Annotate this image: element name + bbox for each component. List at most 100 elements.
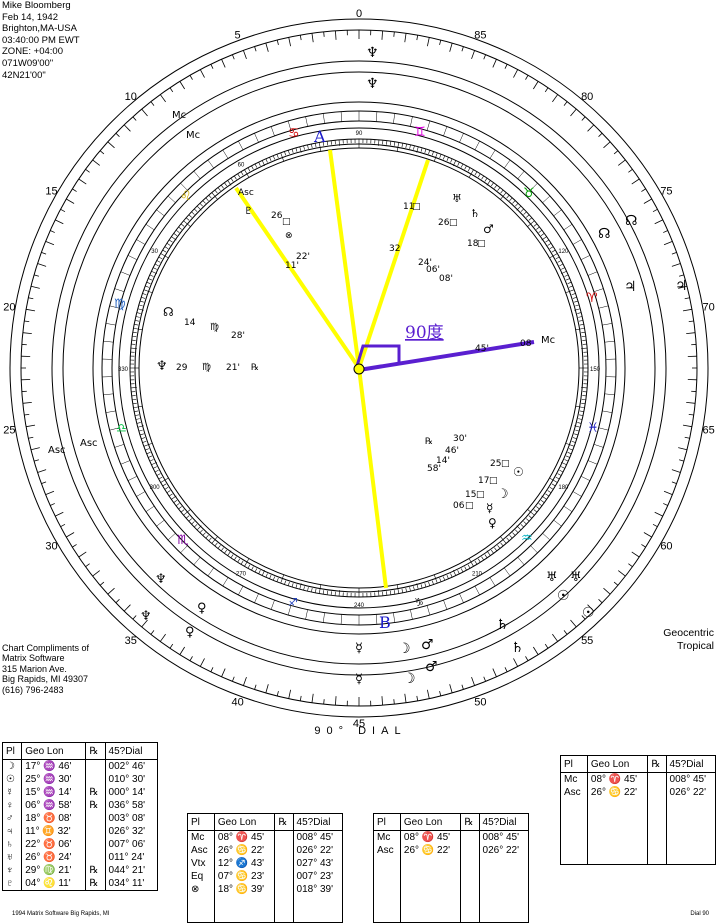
table-cell: 026° 22' [293, 844, 342, 857]
inner-tick [478, 559, 480, 562]
inner-tick [566, 456, 570, 458]
inner-tick [572, 293, 576, 294]
table-cell: 25° ♒ 30' [22, 773, 86, 786]
inner-number: 240 [354, 603, 365, 609]
inner-tick [425, 149, 426, 153]
outer-tick [222, 59, 226, 67]
outer-tick [440, 691, 441, 696]
band-tick [208, 568, 214, 576]
inner-tick [581, 403, 585, 404]
outer-tick [427, 37, 429, 46]
outer-tick [513, 70, 517, 78]
outer-number: 50 [474, 697, 486, 709]
inner-tick [134, 411, 138, 412]
inner-tick [541, 233, 544, 235]
inner-tick [573, 438, 577, 439]
outer-tick [663, 231, 668, 233]
inner-tick [447, 157, 449, 161]
inner-tick [574, 301, 578, 302]
table-cell: 08° ♈ 45' [587, 773, 647, 787]
outer-tick [38, 470, 47, 473]
outer-number: 70 [702, 301, 714, 313]
inner-tick [451, 574, 453, 578]
inner-tick [292, 583, 293, 587]
outer-tick [632, 179, 639, 184]
inner-tick [443, 577, 444, 581]
outer-tick [46, 241, 54, 244]
outer-tick [653, 209, 657, 211]
outer-tick [672, 482, 677, 484]
table-cell [561, 851, 588, 865]
outer-tick [38, 264, 47, 267]
inner-tick [153, 268, 157, 270]
inner-tick [521, 209, 524, 212]
moon-outer-2: ☽ [403, 671, 416, 687]
inner-tick [273, 156, 274, 160]
table-cell: 008° 45' [666, 773, 715, 787]
table-cell [561, 812, 588, 825]
pisces-glyph: ♓ [587, 421, 599, 436]
outer-tick [335, 31, 336, 40]
libra-glyph: ♎ [116, 421, 127, 435]
mars-outer-2: ♂ [425, 659, 438, 675]
inner-tick [133, 403, 137, 404]
outer-tick [133, 615, 136, 619]
table-cell [188, 909, 215, 923]
inner-tick [512, 533, 515, 536]
inner-tick [577, 422, 581, 423]
inner-tick [197, 206, 201, 210]
inner-tick [539, 230, 542, 232]
inner-tick [145, 449, 149, 450]
inner-tick [510, 535, 513, 538]
inner-tick [140, 301, 144, 302]
band-tick [490, 577, 495, 585]
table-cell [479, 870, 528, 883]
inner-tick [548, 243, 551, 245]
inner-tick [526, 215, 529, 218]
outer-tick [108, 588, 115, 594]
inner-tick [327, 141, 328, 145]
inner-tick [485, 178, 487, 181]
inner-tick [266, 574, 268, 578]
inner-tick [580, 324, 584, 325]
band-tick [588, 272, 597, 276]
outer-tick [641, 189, 645, 192]
credit-line: 315 Marion Ave. [2, 664, 89, 674]
inner-tick [526, 519, 529, 522]
band-tick [599, 428, 609, 430]
inner-tick [140, 434, 144, 435]
node-outer: ☊ [625, 213, 637, 229]
table-cell [86, 851, 105, 864]
inner-tick [429, 150, 430, 154]
cancer-glyph: ♋ [288, 126, 300, 141]
band-tick [588, 461, 597, 465]
inner-tick [458, 162, 460, 166]
inner-tick [234, 176, 236, 179]
outer-number: 80 [581, 91, 593, 103]
table-cell: 026° 22' [479, 844, 528, 857]
outer-tick [462, 685, 464, 690]
inner-tick [406, 144, 407, 148]
jupiter-outer-2: ♃ [624, 279, 637, 295]
outer-tick [61, 209, 65, 211]
mc-08: 08 [520, 339, 532, 349]
inner-tick [510, 198, 513, 201]
inner-tick [135, 320, 139, 321]
inner-tick [234, 557, 236, 560]
inner-tick [307, 145, 308, 149]
band-tick [410, 117, 412, 127]
outer-tick [570, 109, 576, 116]
outer-tick [689, 321, 694, 322]
outer-tick [672, 470, 681, 473]
band-tick [459, 594, 463, 603]
aquarius-glyph: ♒ [521, 531, 533, 546]
venus-outer: ♀ [197, 601, 207, 616]
inner-tick [573, 297, 577, 298]
table-cell [479, 896, 528, 909]
table-cell [374, 857, 401, 870]
band-tick [341, 614, 342, 624]
outer-tick [533, 647, 538, 655]
